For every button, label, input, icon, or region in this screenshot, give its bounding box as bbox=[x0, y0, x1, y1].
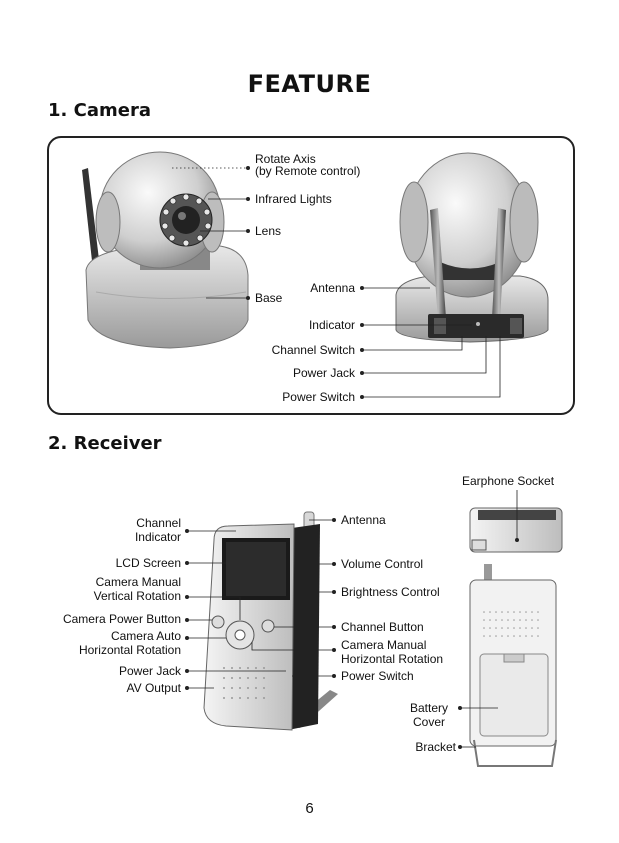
label-camera-manual-horizontal: Camera Manual bbox=[341, 638, 427, 652]
receiver-back-image bbox=[469, 564, 557, 767]
label-camera-manual-vertical-2: Vertical Rotation bbox=[93, 589, 181, 603]
label-channel-indicator: Channel bbox=[136, 516, 181, 530]
label-infrared-lights: Infrared Lights bbox=[255, 192, 332, 206]
label-camera-power-button: Camera Power Button bbox=[62, 612, 181, 626]
camera-antenna-shape bbox=[82, 168, 100, 270]
label-bracket: Bracket bbox=[415, 740, 456, 754]
label-camera-manual-vertical: Camera Manual bbox=[95, 575, 181, 589]
page-title: FEATURE bbox=[247, 70, 372, 98]
camera-front-image bbox=[82, 151, 249, 349]
label-volume-control: Volume Control bbox=[341, 557, 424, 571]
receiver-section-heading: 2. Receiver bbox=[48, 433, 162, 454]
camera-section-heading: 1. Camera bbox=[48, 100, 151, 121]
label-lcd-screen: LCD Screen bbox=[115, 556, 181, 570]
label-battery-cover: Battery bbox=[409, 701, 448, 715]
label-camera-manual-horizontal-2: Horizontal Rotation bbox=[341, 652, 444, 666]
page-number: 6 bbox=[305, 800, 314, 817]
label-camera-auto: Camera Auto bbox=[110, 629, 181, 643]
receiver-front-image bbox=[203, 511, 338, 731]
label-channel-indicator-2: Indicator bbox=[134, 530, 181, 544]
label-channel-button: Channel Button bbox=[341, 620, 424, 634]
label-camera-auto-2: Horizontal Rotation bbox=[78, 643, 181, 657]
receiver-top-image bbox=[469, 507, 563, 553]
label-av-output: AV Output bbox=[126, 681, 181, 695]
label-camera-power-jack: Power Jack bbox=[292, 366, 355, 380]
label-base: Base bbox=[255, 291, 283, 305]
camera-rear-image bbox=[395, 152, 549, 343]
label-rotate-axis: Rotate Axis bbox=[255, 152, 316, 166]
label-receiver-power-switch: Power Switch bbox=[341, 669, 414, 683]
label-camera-antenna: Antenna bbox=[310, 281, 355, 295]
label-receiver-power-jack: Power Jack bbox=[118, 664, 181, 678]
label-receiver-antenna: Antenna bbox=[341, 513, 386, 527]
label-battery-cover-2: Cover bbox=[412, 715, 445, 729]
label-brightness-control: Brightness Control bbox=[341, 585, 440, 599]
label-channel-switch: Channel Switch bbox=[271, 343, 355, 357]
label-lens: Lens bbox=[255, 224, 282, 238]
label-earphone-socket: Earphone Socket bbox=[462, 474, 555, 488]
label-camera-power-switch: Power Switch bbox=[282, 390, 355, 404]
label-rotate-axis-note: (by Remote control) bbox=[255, 164, 361, 178]
label-indicator: Indicator bbox=[308, 318, 355, 332]
